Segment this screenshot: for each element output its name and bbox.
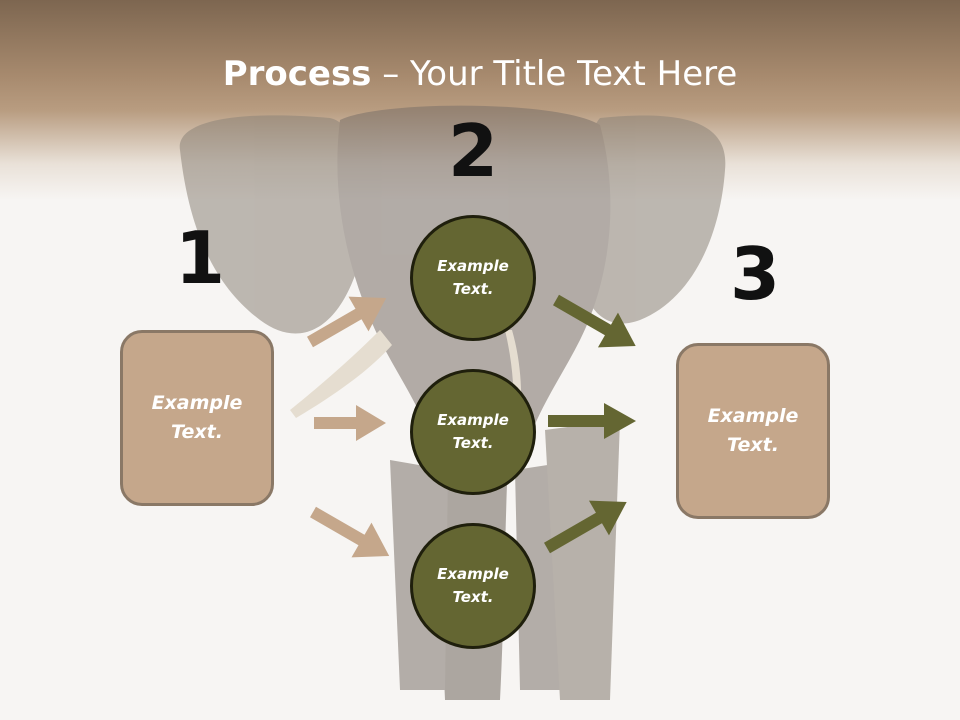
- arrow-icon: [544, 500, 627, 554]
- circle-bottom: Example Text.: [410, 523, 536, 649]
- circle-top-text: Example Text.: [437, 257, 509, 298]
- right-box: Example Text.: [676, 343, 830, 519]
- circle-top: Example Text.: [410, 215, 536, 341]
- step-number-1: 1: [174, 216, 226, 300]
- slide-title: Process – Your Title Text Here: [0, 50, 960, 98]
- arrow-icon: [307, 296, 387, 348]
- step-number-3: 3: [729, 232, 781, 316]
- title-rest: – Your Title Text Here: [371, 54, 738, 94]
- arrow-icon: [548, 403, 636, 439]
- right-box-text: Example Text.: [707, 405, 799, 456]
- step-number-2: 2: [447, 109, 499, 193]
- arrow-icon: [310, 506, 390, 558]
- circle-middle: Example Text.: [410, 369, 536, 495]
- circle-middle-text: Example Text.: [437, 411, 509, 452]
- left-box-text: Example Text.: [151, 392, 243, 443]
- title-bold: Process: [222, 54, 372, 94]
- circle-bottom-text: Example Text.: [437, 565, 509, 606]
- arrow-icon: [314, 405, 386, 441]
- arrow-icon: [553, 294, 636, 348]
- left-box: Example Text.: [120, 330, 274, 506]
